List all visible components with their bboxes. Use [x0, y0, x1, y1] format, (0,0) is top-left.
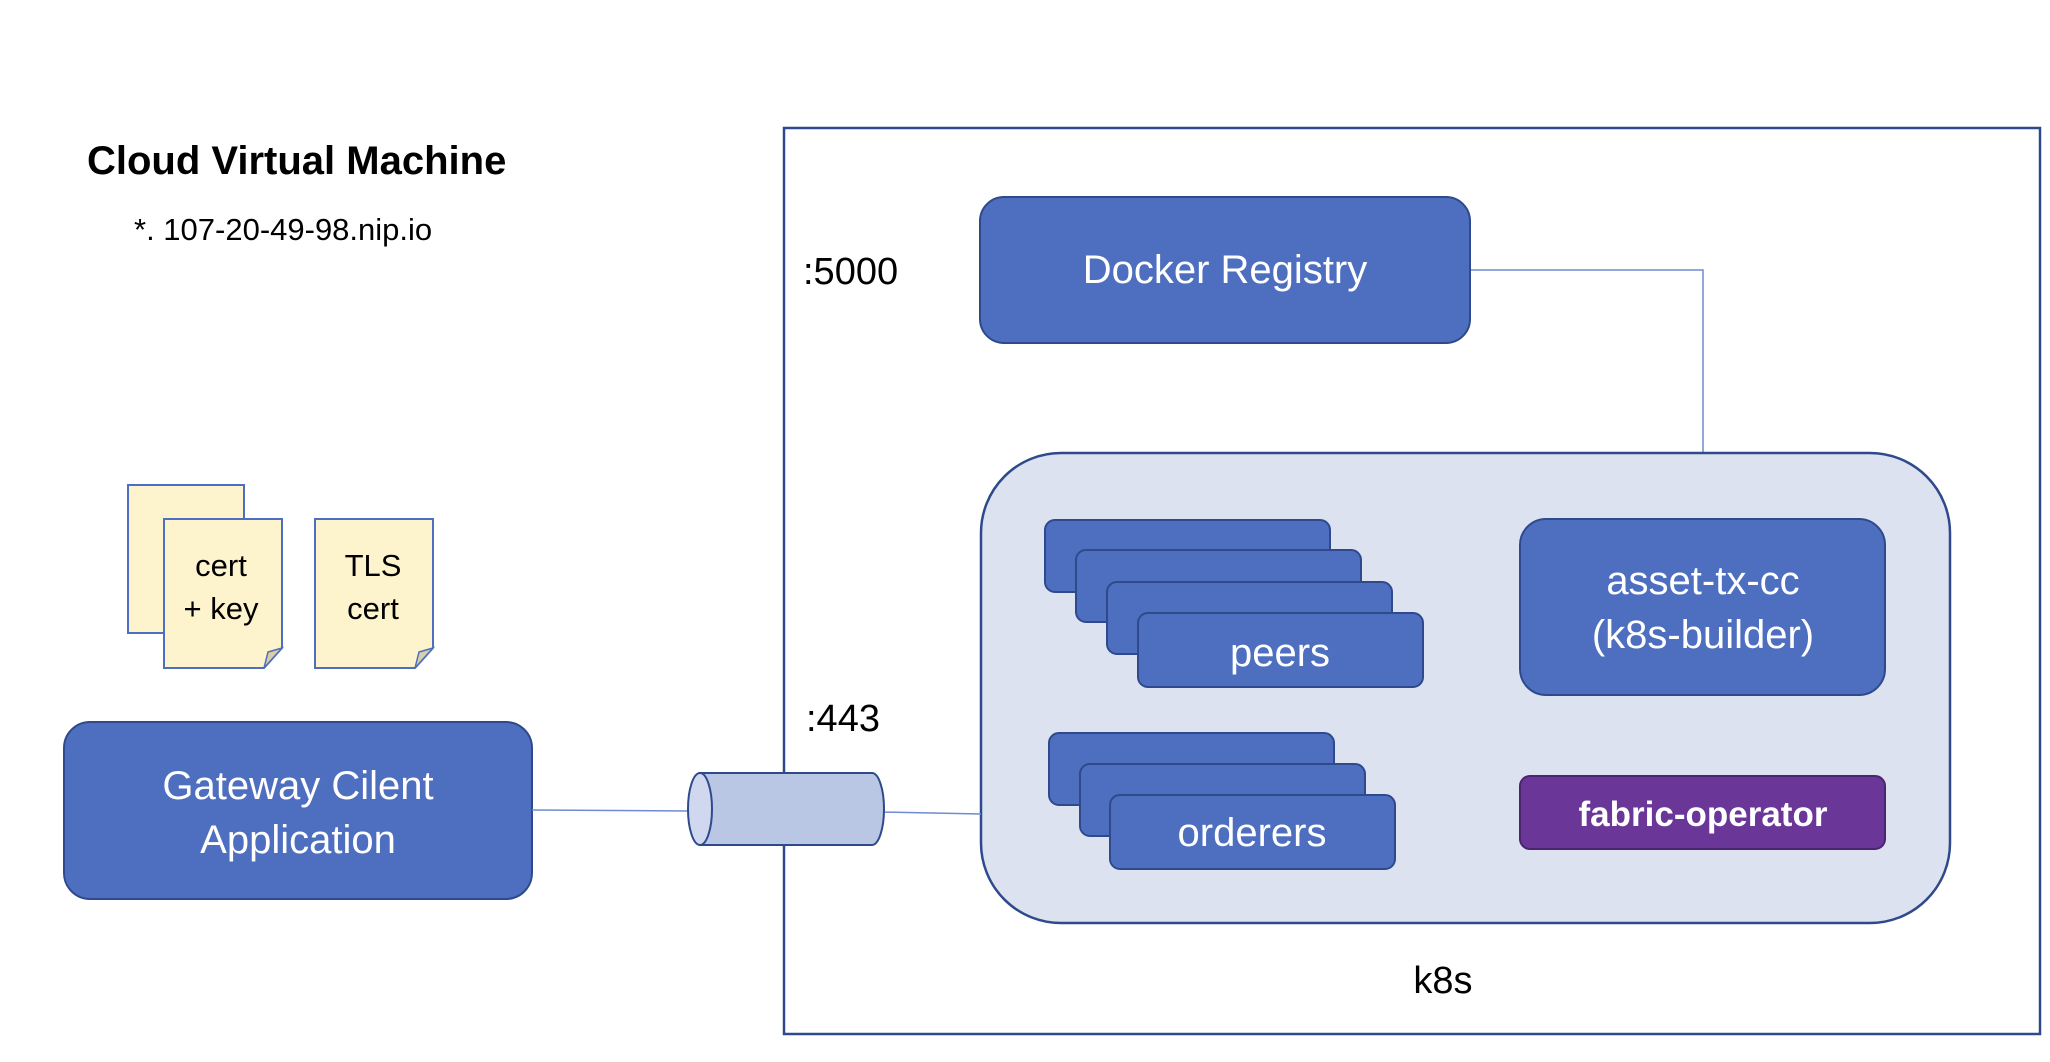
gateway-to-ingress-connector [531, 809, 691, 812]
fabric-operator-node[interactable]: fabric-operator [1519, 775, 1886, 850]
vm-boundary [782, 126, 2042, 1036]
k8s-label: k8s [1413, 960, 1472, 1002]
gateway-line1: Gateway Cilent [162, 764, 433, 808]
peers-label: peers [1230, 631, 1330, 675]
docker-registry-node[interactable]: Docker Registry [979, 196, 1471, 344]
cert-key-line1: cert [195, 548, 247, 583]
docker-registry-label: Docker Registry [1083, 248, 1368, 292]
gateway-line2: Application [200, 818, 396, 862]
tls-cert-line2: cert [347, 591, 399, 626]
chaincode-node[interactable]: asset-tx-cc (k8s-builder) [1519, 518, 1886, 696]
tls-cert-line1: TLS [345, 548, 402, 583]
ingress-port-label: :443 [806, 698, 880, 740]
orderers-stack[interactable]: orderers [1048, 732, 1396, 870]
orderers-label: orderers [1178, 811, 1327, 855]
hostname-label: *. 107-20-49-98.nip.io [134, 212, 432, 247]
ingress-pipe [687, 772, 885, 846]
peers-stack[interactable]: peers [1044, 519, 1424, 688]
cert-key-document: cert + key [127, 484, 285, 669]
ingress-to-cluster-connector [879, 811, 982, 815]
orderer-card [1109, 794, 1396, 870]
cert-key-line2: + key [184, 591, 259, 626]
registry-to-chaincode-connector [1470, 269, 1709, 514]
chaincode-builder: (k8s-builder) [1592, 613, 1814, 657]
chaincode-name: asset-tx-cc [1606, 559, 1799, 603]
diagram-title: Cloud Virtual Machine [87, 139, 506, 183]
gateway-client-node[interactable]: Gateway Cilent Application [63, 721, 533, 900]
registry-port-label: :5000 [803, 251, 898, 293]
tls-cert-document: TLS cert [314, 518, 436, 669]
peer-card [1137, 612, 1424, 688]
fabric-operator-label: fabric-operator [1579, 795, 1828, 834]
